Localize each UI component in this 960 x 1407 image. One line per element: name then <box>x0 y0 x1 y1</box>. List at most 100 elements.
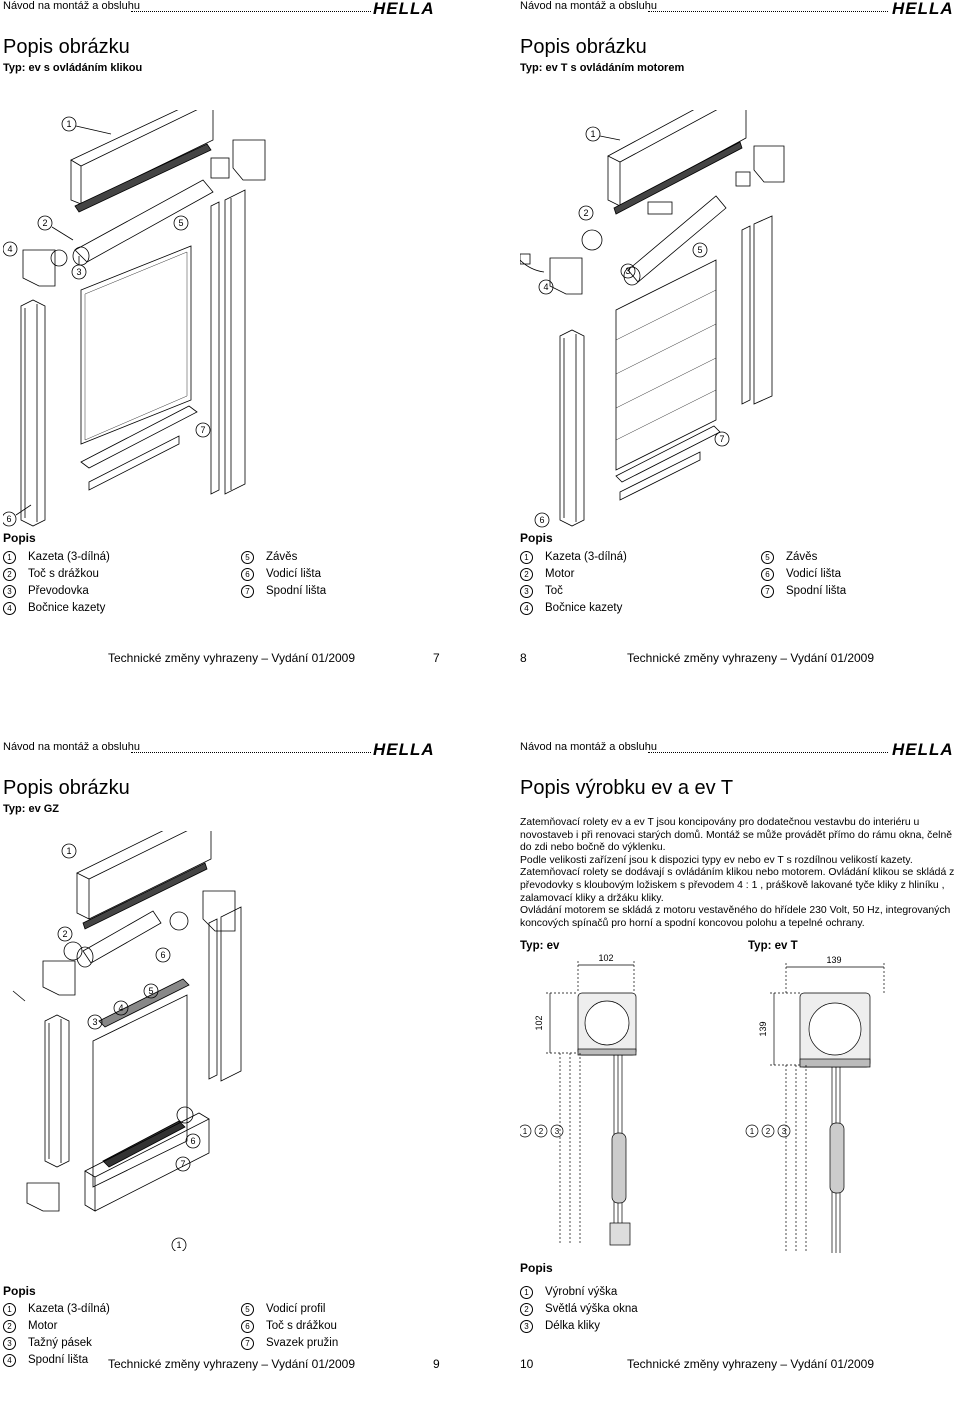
header-dotted-rule <box>648 11 888 12</box>
header-dotted-rule <box>131 752 371 753</box>
legend-label: Vodicí lišta <box>786 568 841 580</box>
legend-number: 2 <box>520 1303 533 1316</box>
legend-label: Bočnice kazety <box>28 602 106 614</box>
legend-number: 5 <box>761 551 774 564</box>
svg-text:4: 4 <box>543 282 548 292</box>
legend-heading: Popis <box>3 1284 36 1298</box>
svg-text:3: 3 <box>555 1127 560 1136</box>
hella-logo: HELLA <box>892 0 954 16</box>
legend-label: Kazeta (3-dílná) <box>28 1303 110 1315</box>
legend-label: Světlá výška okna <box>545 1303 638 1315</box>
svg-text:6: 6 <box>160 950 165 960</box>
svg-text:1: 1 <box>523 1127 528 1136</box>
legend-number: 7 <box>241 1337 254 1350</box>
legend-number: 1 <box>520 551 533 564</box>
legend-label: Převodovka <box>28 585 89 597</box>
legend-heading: Popis <box>520 531 553 545</box>
legend-label: Toč s drážkou <box>266 1320 337 1332</box>
legend-number: 3 <box>520 1320 533 1333</box>
svg-text:2: 2 <box>539 1127 544 1136</box>
dim-height-ev: 102 <box>534 1015 544 1030</box>
svg-text:7: 7 <box>719 434 724 444</box>
legend-label: Spodní lišta <box>28 1354 89 1366</box>
svg-text:5: 5 <box>178 218 183 228</box>
svg-text:4: 4 <box>7 244 12 254</box>
footer-text: Technické změny vyhrazeny – Vydání 01/20… <box>627 1357 875 1371</box>
svg-text:6: 6 <box>190 1136 195 1146</box>
manual-title: Návod na montáž a obsluhu <box>520 741 657 753</box>
legend-label: Tažný pásek <box>28 1337 92 1349</box>
svg-text:1: 1 <box>590 129 595 139</box>
legend-number: 7 <box>761 585 774 598</box>
header-dotted-rule <box>131 11 371 12</box>
manual-title: Návod na montáž a obsluhu <box>520 0 657 12</box>
legend-item: 3 Toč <box>520 583 627 600</box>
legend-heading: Popis <box>3 531 36 545</box>
legend-number: 2 <box>3 1320 16 1333</box>
page-header: Návod na montáž a obsluhu HELLA <box>3 741 443 761</box>
svg-text:3: 3 <box>76 267 81 277</box>
hella-logo: HELLA <box>892 741 953 757</box>
page-header: Návod na montáž a obsluhu HELLA <box>3 0 443 20</box>
svg-text:HELLA: HELLA <box>373 0 435 16</box>
exploded-diagram-ev-gz: 1 2 6 5 4 3 6 7 1 <box>12 831 242 1251</box>
legend-item: 7 Svazek pružin <box>241 1335 338 1352</box>
legend-label: Motor <box>545 568 575 580</box>
legend-number: 6 <box>241 1320 254 1333</box>
exploded-diagram-ev-crank: 1 2 5 4 3 6 7 <box>3 110 266 527</box>
product-description: Zatemňovací rolety ev a ev T jsou koncip… <box>520 817 960 930</box>
svg-text:5: 5 <box>148 986 153 996</box>
paragraph: Zatemňovací rolety ev a ev T jsou koncip… <box>520 817 953 854</box>
page-subtitle: Typ: ev T s ovládáním motorem <box>520 62 685 74</box>
svg-text:6: 6 <box>539 515 544 525</box>
legend-number: 7 <box>241 585 254 598</box>
legend-number: 2 <box>3 568 16 581</box>
legend-number: 3 <box>3 1337 16 1350</box>
legend-label: Kazeta (3-dílná) <box>28 551 110 563</box>
legend-number: 2 <box>520 568 533 581</box>
page-header: Návod na montáž a obsluhu HELLA <box>520 0 960 20</box>
legend-number: 1 <box>520 1286 533 1299</box>
page-number: 9 <box>433 1357 440 1371</box>
legend-label: Svazek pružin <box>266 1337 339 1349</box>
footer-text: Technické změny vyhrazeny – Vydání 01/20… <box>627 651 875 665</box>
legend-item: 6 Vodicí lišta <box>761 566 846 583</box>
svg-text:HELLA: HELLA <box>373 741 435 757</box>
legend-number: 5 <box>241 551 254 564</box>
hella-logo: HELLA <box>373 741 435 757</box>
svg-text:1: 1 <box>66 119 71 129</box>
legend-label: Toč <box>545 585 563 597</box>
legend-heading: Popis <box>520 1261 553 1275</box>
svg-text:HELLA: HELLA <box>892 0 954 16</box>
legend-number: 6 <box>761 568 774 581</box>
legend-number: 3 <box>520 585 533 598</box>
svg-text:2: 2 <box>766 1127 771 1136</box>
page-number: 10 <box>520 1357 534 1371</box>
type-ev-label: Typ: ev <box>520 940 560 952</box>
footer-text: Technické změny vyhrazeny – Vydání 01/20… <box>108 1357 356 1371</box>
legend-number: 6 <box>241 568 254 581</box>
page-subtitle: Typ: ev s ovládáním klikou <box>3 62 143 74</box>
paragraph: Podle velikosti zařízení jsou k dispozic… <box>520 854 913 866</box>
type-ev-t-label: Typ: ev T <box>748 940 798 952</box>
legend-label: Délka kliky <box>545 1320 600 1332</box>
legend-item: 3 Tažný pásek <box>3 1335 110 1352</box>
page-number: 7 <box>433 651 440 665</box>
page-title: Popis obrázku <box>3 777 130 799</box>
paragraph: Ovládání motorem se skládá z motoru vest… <box>520 905 951 929</box>
legend-number: 4 <box>3 1354 16 1367</box>
legend-label: Toč s drážkou <box>28 568 99 580</box>
manual-title: Návod na montáž a obsluhu <box>3 741 140 753</box>
